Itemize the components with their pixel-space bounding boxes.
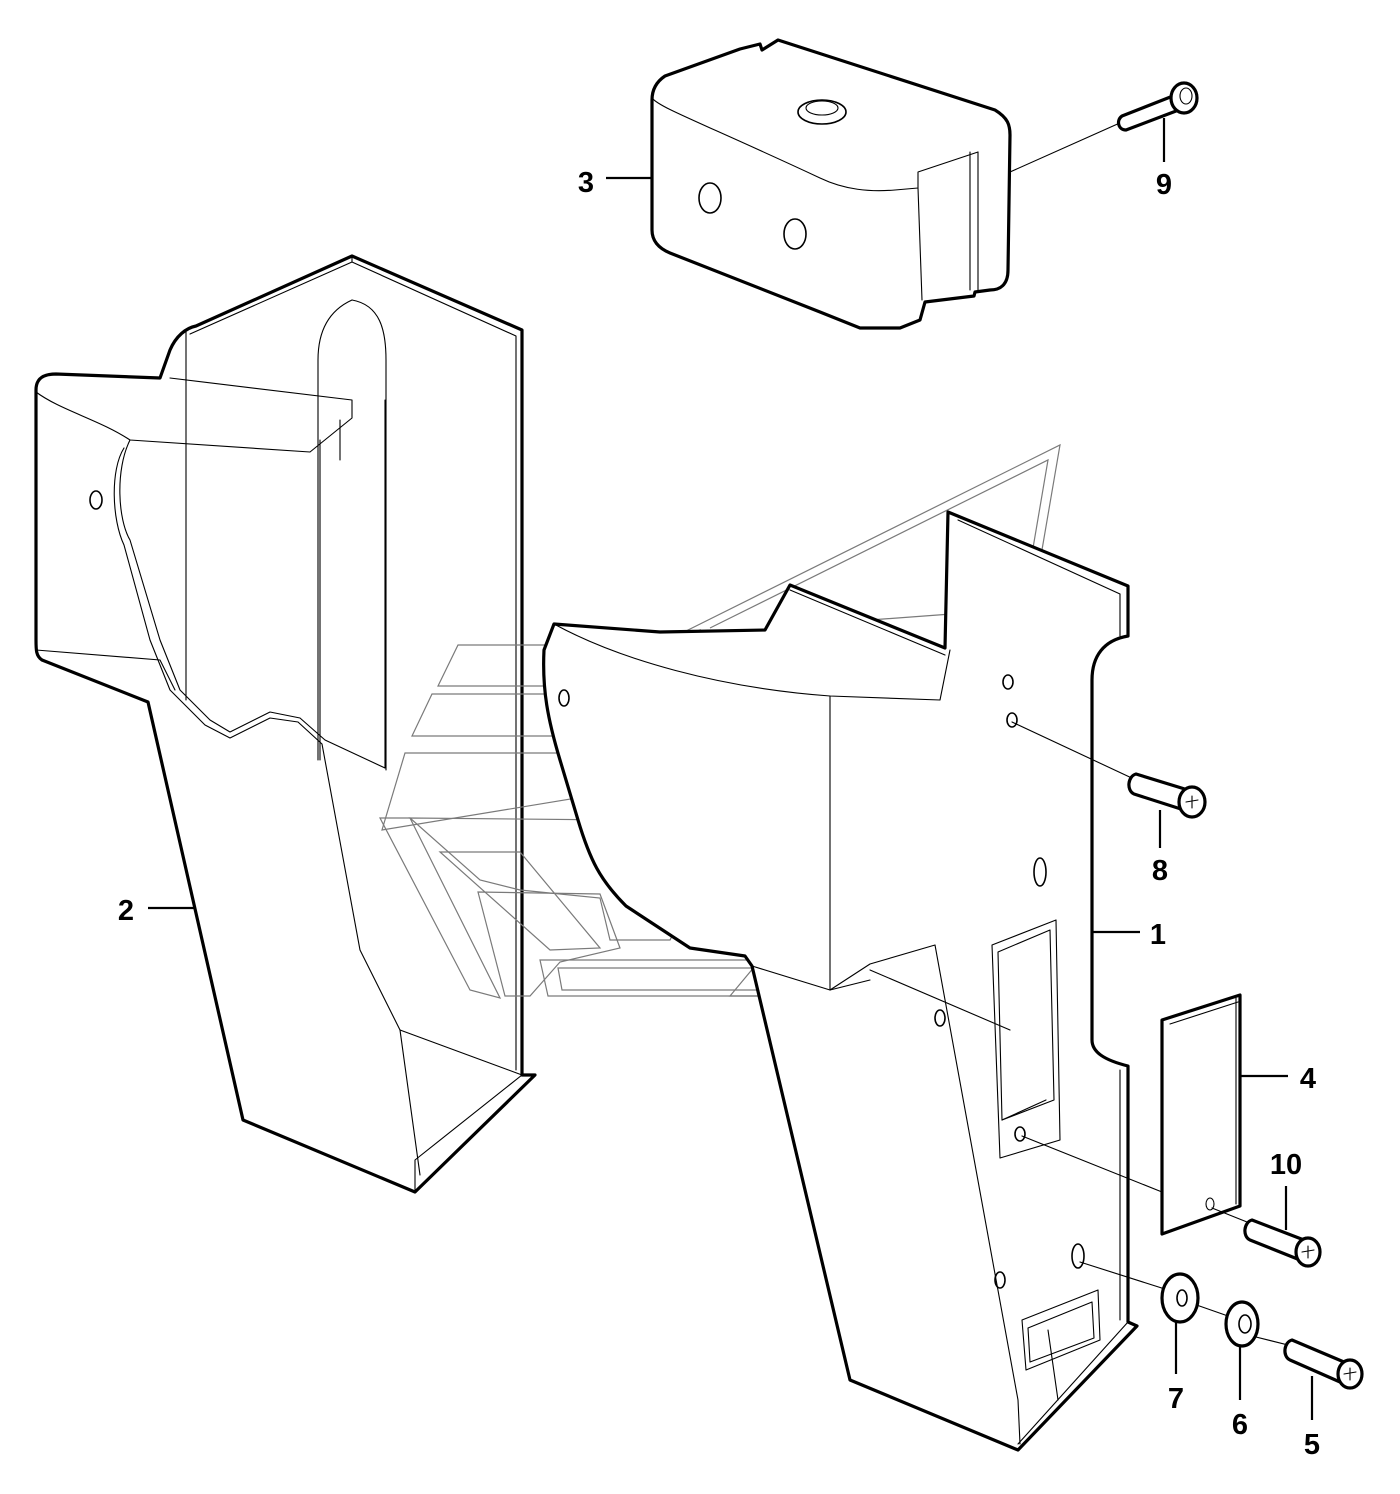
part-5-screw <box>1283 1338 1364 1390</box>
label-part-8: 8 <box>1152 855 1168 887</box>
label-part-7: 7 <box>1168 1383 1184 1415</box>
part-3-block <box>650 38 1012 330</box>
part-9-screw <box>1116 81 1199 132</box>
part-8-screw <box>1127 772 1207 819</box>
part-6-washer <box>1224 1300 1260 1348</box>
part-labels: 3 9 2 8 1 4 10 7 6 5 <box>118 167 1320 1461</box>
label-part-9: 9 <box>1156 169 1172 201</box>
label-part-6: 6 <box>1232 1409 1248 1441</box>
label-part-3: 3 <box>578 167 594 199</box>
leader-lines <box>148 118 1314 1420</box>
part-7-washer <box>1160 1272 1200 1324</box>
label-part-5: 5 <box>1304 1429 1320 1461</box>
part-1-housing <box>542 510 1139 1452</box>
part-4-plate <box>1160 993 1242 1236</box>
label-part-4: 4 <box>1300 1063 1316 1095</box>
label-part-10: 10 <box>1270 1149 1302 1181</box>
label-part-1: 1 <box>1150 919 1166 951</box>
part-2-housing <box>34 254 537 1194</box>
part-10-screw <box>1243 1218 1322 1268</box>
label-part-2: 2 <box>118 895 134 927</box>
fastener-lines <box>1009 121 1293 1347</box>
